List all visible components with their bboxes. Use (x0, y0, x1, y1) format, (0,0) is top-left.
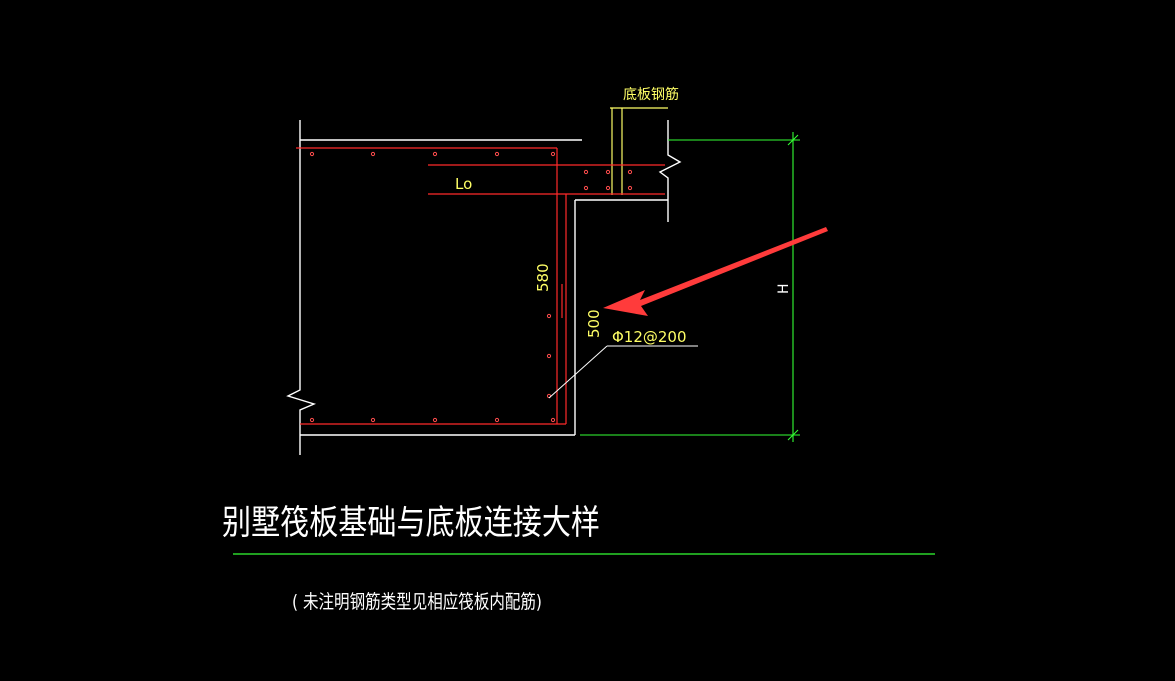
left-wall-edge (286, 120, 317, 455)
drawing-title: 别墅筏板基础与底板连接大样 (222, 503, 600, 543)
rebar-spec-label: Φ12@200 (612, 328, 687, 346)
rebar-spec-leader (548, 345, 698, 399)
height-dimension (580, 132, 800, 442)
slab-break (658, 120, 682, 222)
dim-500-label: 500 (585, 309, 603, 338)
concrete-outline (286, 120, 682, 455)
drawing-note: ( 未注明钢筋类型见相应筏板内配筋) (292, 591, 542, 613)
height-label: H (776, 283, 792, 294)
dim-580-label: 580 (534, 263, 552, 292)
lo-label: Lo (455, 175, 472, 193)
bottom-rebar-marker (610, 107, 668, 195)
bottom-rebar-label: 底板钢筋 (623, 86, 679, 103)
pointer-arrow-icon (603, 227, 828, 316)
rebar-lines (296, 147, 665, 425)
rebar-dots (309, 151, 633, 423)
